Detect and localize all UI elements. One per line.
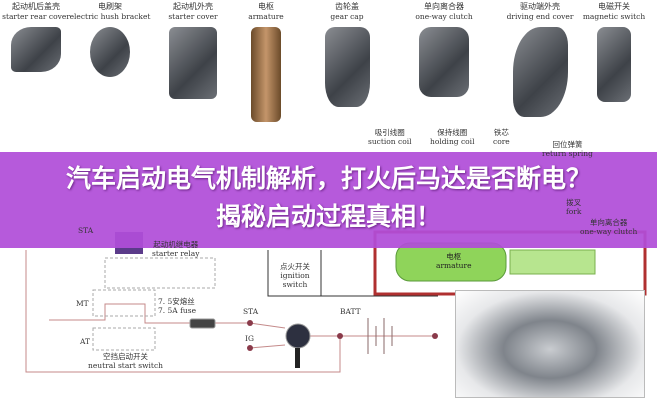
ig-terminal	[247, 345, 253, 351]
label-mt: MT	[76, 299, 89, 308]
brush-bracket-image	[90, 27, 130, 77]
batt-node	[337, 333, 343, 339]
part-label-zh: 电刷架	[98, 2, 122, 11]
battery-icon	[367, 318, 393, 354]
part-label-zh: 电磁开关	[598, 2, 630, 11]
ground-node	[432, 333, 438, 339]
label-sta: STA	[243, 307, 259, 316]
part-label-zh: 单向离合器	[424, 2, 464, 11]
part-label-zh: 齿轮盖	[335, 2, 359, 11]
part-label-zh: 起动机后盖壳	[12, 2, 60, 11]
starter-relay-box	[104, 257, 216, 289]
part-label-en: starter rear cover	[2, 12, 70, 21]
wire-ig	[249, 344, 286, 349]
part-label-en: starter cover	[168, 12, 218, 21]
sta-terminal	[247, 320, 253, 326]
label-at: AT	[80, 337, 91, 346]
label-sta-left: STA	[78, 226, 94, 235]
title-line-2: 揭秘启动过程真相！	[215, 202, 441, 231]
wire-outer	[25, 250, 341, 373]
label-batt: BATT	[340, 307, 361, 316]
part-label-en: driving end cover	[506, 12, 574, 21]
part-label-zh: 起动机外壳	[173, 2, 213, 11]
at-box	[92, 327, 156, 351]
ignition-key-icon	[285, 323, 311, 349]
label-ig: IG	[245, 334, 254, 343]
armature-image	[251, 27, 281, 122]
wire-ignition-box	[267, 250, 438, 297]
ignition-key-blade	[295, 348, 300, 368]
title-band	[0, 152, 657, 248]
starter-rear-cover-image	[11, 27, 61, 72]
title-line-1: 汽车启动电气机制解析，打火后马达是否断电？	[65, 164, 591, 193]
part-label-en: magnetic switch	[582, 12, 646, 21]
one-way-clutch-image	[419, 27, 469, 97]
starter-motor-photo	[455, 290, 645, 398]
magnetic-switch-image	[597, 27, 631, 102]
part-label-zh: 电枢	[258, 2, 274, 11]
starter-cover-image	[169, 27, 217, 99]
clutch-drawing	[509, 249, 596, 275]
part-label-zh: 驱动端外壳	[520, 2, 560, 11]
mt-box	[92, 289, 156, 317]
part-label-en: electric hush bracket	[69, 12, 151, 21]
wire-mt	[49, 303, 190, 324]
article-title: 汽车启动电气机制解析，打火后马达是否断电？ 揭秘启动过程真相！	[0, 160, 657, 236]
driving-end-cover-image	[512, 27, 568, 117]
fuse-icon	[189, 318, 216, 329]
part-label-en: armature	[248, 12, 284, 21]
part-label-en: gear cap	[330, 12, 364, 21]
gear-cap-image	[324, 27, 370, 107]
part-label-en: one-way clutch	[415, 12, 473, 21]
